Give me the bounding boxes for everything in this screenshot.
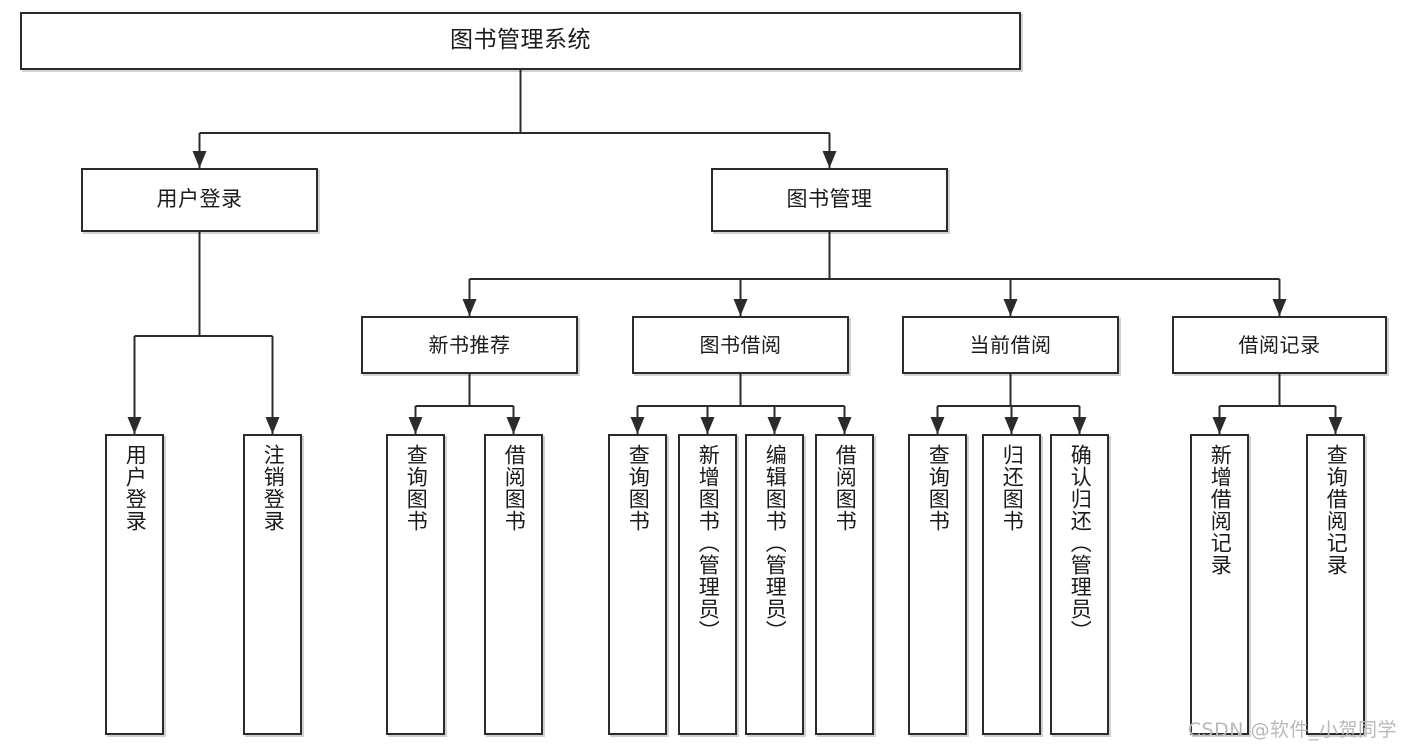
node-leaf-bb-edit[interactable]: 编辑图书（管理员） <box>745 434 804 735</box>
node-label: 新书推荐 <box>428 332 511 357</box>
arrowhead-icon <box>192 151 207 168</box>
node-label: 图书管理系统 <box>450 27 591 54</box>
node-label: 用户登录 <box>156 187 243 212</box>
arrowhead-icon <box>767 417 782 434</box>
node-leaf-bb-borrow[interactable]: 借阅图书 <box>815 434 874 735</box>
node-label: 借阅记录 <box>1238 332 1321 357</box>
node-leaf-br-query[interactable]: 查询借阅记录 <box>1306 434 1365 735</box>
arrowhead-icon <box>462 299 477 316</box>
node-label: 新增借阅记录 <box>1208 444 1233 576</box>
node-label: 查询借阅记录 <box>1324 444 1349 576</box>
node-borrow-record[interactable]: 借阅记录 <box>1172 316 1387 374</box>
node-leaf-br-add[interactable]: 新增借阅记录 <box>1190 434 1249 735</box>
node-label: 借阅图书 <box>833 444 858 532</box>
node-book-manage[interactable]: 图书管理 <box>711 168 948 232</box>
node-new-book-rec[interactable]: 新书推荐 <box>361 316 578 374</box>
node-root[interactable]: 图书管理系统 <box>20 12 1021 70</box>
node-label: 确认归还（管理员） <box>1068 444 1093 642</box>
arrowhead-icon <box>930 417 945 434</box>
node-leaf-cb-return[interactable]: 归还图书 <box>982 434 1041 735</box>
arrowhead-icon <box>837 417 852 434</box>
arrowhead-icon <box>265 417 280 434</box>
arrowhead-icon <box>1328 417 1343 434</box>
arrowhead-icon <box>1003 299 1018 316</box>
node-leaf-user-login[interactable]: 用户登录 <box>105 434 164 735</box>
arrowhead-icon <box>506 417 521 434</box>
arrowhead-icon <box>1212 417 1227 434</box>
node-leaf-user-logout[interactable]: 注销登录 <box>243 434 302 735</box>
node-leaf-bb-query[interactable]: 查询图书 <box>608 434 667 735</box>
arrowhead-icon <box>1072 417 1087 434</box>
node-label: 编辑图书（管理员） <box>763 444 788 642</box>
node-book-borrow[interactable]: 图书借阅 <box>632 316 849 374</box>
node-label: 查询图书 <box>926 444 951 532</box>
node-leaf-cb-query[interactable]: 查询图书 <box>908 434 967 735</box>
node-label: 借阅图书 <box>502 444 527 532</box>
node-current-borrow[interactable]: 当前借阅 <box>902 316 1119 374</box>
node-label: 注销登录 <box>261 444 286 532</box>
node-leaf-cb-confirm[interactable]: 确认归还（管理员） <box>1050 434 1109 735</box>
node-leaf-rec-borrow[interactable]: 借阅图书 <box>484 434 543 735</box>
arrowhead-icon <box>1272 299 1287 316</box>
node-user-login[interactable]: 用户登录 <box>81 168 318 232</box>
node-label: 图书管理 <box>786 187 873 212</box>
node-label: 查询图书 <box>404 444 429 532</box>
node-label: 当前借阅 <box>969 332 1052 357</box>
node-label: 新增图书（管理员） <box>696 444 721 642</box>
arrowhead-icon <box>408 417 423 434</box>
arrowhead-icon <box>700 417 715 434</box>
node-label: 查询图书 <box>626 444 651 532</box>
node-leaf-bb-add[interactable]: 新增图书（管理员） <box>678 434 737 735</box>
arrowhead-icon <box>127 417 142 434</box>
node-leaf-rec-query[interactable]: 查询图书 <box>386 434 445 735</box>
node-label: 用户登录 <box>123 444 148 532</box>
arrowhead-icon <box>733 299 748 316</box>
arrowhead-icon <box>1004 417 1019 434</box>
arrowhead-icon <box>630 417 645 434</box>
arrowhead-icon <box>822 151 837 168</box>
node-label: 图书借阅 <box>699 332 782 357</box>
node-label: 归还图书 <box>1000 444 1025 532</box>
